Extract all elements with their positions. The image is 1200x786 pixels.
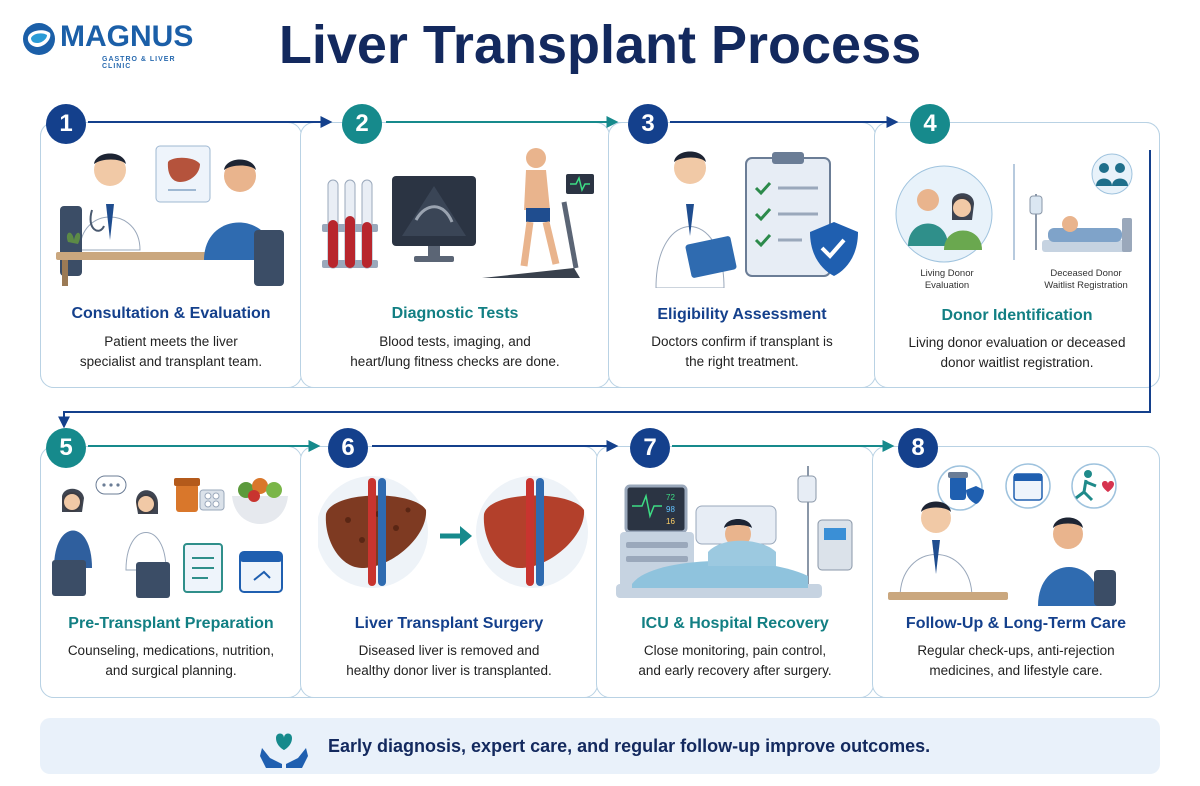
consultation-illustration	[56, 145, 284, 286]
step-badge-1: 1	[46, 104, 86, 144]
step-desc-5: Counseling, medications, nutrition,and s…	[67, 643, 275, 678]
infusion-pump-icon	[817, 519, 853, 571]
footer-banner	[40, 718, 1160, 774]
step-title-4: Donor Identification	[941, 307, 1093, 324]
pill-pack-icon	[199, 489, 225, 511]
stethoscope-icon	[89, 209, 105, 232]
step-title-6: Liver Transplant Surgery	[354, 615, 544, 632]
tablet-icon	[685, 236, 737, 278]
treadmill-runner-icon	[526, 148, 546, 168]
heart-icon	[1102, 481, 1114, 492]
step-badge-5: 5	[46, 428, 86, 468]
logo-name: MAGNUS	[60, 20, 194, 53]
step-title-3: Eligibility Assessment	[657, 306, 827, 323]
patient-monitor-icon	[624, 484, 688, 534]
donor-group-icon	[1091, 153, 1133, 195]
care-hands-heart-icon	[260, 733, 308, 768]
footer-message: Early diagnosis, expert care, and regula…	[328, 736, 931, 756]
step-title-5: Pre-Transplant Preparation	[68, 615, 274, 632]
step-badge-2: 2	[342, 104, 382, 144]
arrow-4-5	[58, 150, 1151, 429]
step-card-2	[300, 122, 610, 388]
liver-logo-icon	[23, 23, 55, 55]
clinic-logo: MAGNUS GASTRO & LIVER CLINIC	[22, 16, 194, 70]
step-title-2: Diagnostic Tests	[391, 305, 519, 322]
step-title-7: ICU & Hospital Recovery	[641, 615, 829, 632]
checkmark-icon	[754, 181, 772, 196]
step-badge-7: 7	[630, 428, 670, 468]
healthy-food-icon	[232, 496, 288, 524]
liver-icon	[167, 157, 200, 182]
pre-transplant-illustration	[52, 475, 288, 598]
step-title-1: Consultation & Evaluation	[71, 305, 271, 322]
step-badge-6: 6	[328, 428, 368, 468]
medication-bottle-icon	[176, 484, 198, 512]
eligibility-illustration	[655, 151, 858, 288]
follow-up-illustration	[888, 463, 1117, 606]
step-badge-4: 4	[910, 104, 950, 144]
diagnostic-tests-illustration	[322, 148, 594, 278]
donor-identification-illustration	[895, 153, 1133, 263]
hospital-bed-icon	[1042, 240, 1132, 252]
plant-icon	[66, 232, 81, 244]
step-desc-7: Close monitoring, pain control,and early…	[638, 643, 832, 678]
page-title: Liver Transplant Process	[278, 15, 922, 75]
step-badge-8: 8	[898, 428, 938, 468]
chair-icon	[52, 560, 86, 596]
monitor-value-resp: 16	[666, 517, 675, 526]
step-title-8: Follow-Up & Long-Term Care	[905, 615, 1127, 632]
icu-recovery-illustration: 72 98 16	[616, 466, 853, 598]
monitor-value-oxygen: 98	[666, 505, 675, 514]
monitor-value-heart-rate: 72	[666, 493, 675, 502]
step-badge-3: 3	[628, 104, 668, 144]
transplant-surgery-illustration	[318, 476, 588, 588]
logo-subtitle: GASTRO & LIVER CLINIC	[102, 56, 176, 70]
